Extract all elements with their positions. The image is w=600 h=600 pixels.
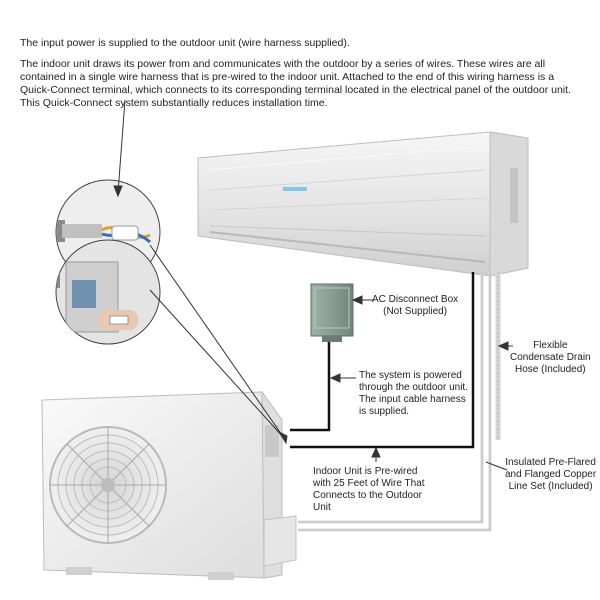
label-line: with 25 Feet of Wire That (313, 478, 425, 489)
display-light (283, 187, 307, 191)
intro-paragraph-2: The indoor unit draws its power from and… (20, 58, 571, 109)
label-line: (Not Supplied) (383, 306, 448, 317)
label-powered: The system is powered through the outdoo… (359, 370, 468, 418)
label-line: Condensate Drain (510, 352, 591, 363)
disconnect-box (310, 283, 354, 342)
label-line-set: Insulated Pre-Flared and Flanged Copper … (505, 457, 596, 493)
label-line: Unit (313, 502, 331, 513)
label-disconnect-box: AC Disconnect Box (Not Supplied) (372, 294, 458, 318)
label-line: Hose (Included) (515, 364, 586, 375)
label-line: Flexible (533, 340, 568, 351)
quick-connect-detail (55, 179, 161, 345)
label-line: Insulated Pre-Flared (505, 457, 596, 468)
label-line: Connects to the Outdoor (313, 490, 422, 501)
label-drain-hose: Flexible Condensate Drain Hose (Included… (510, 340, 591, 376)
label-line: AC Disconnect Box (372, 294, 459, 305)
intro-paragraph-1: The input power is supplied to the outdo… (20, 37, 350, 49)
label-line: The system is powered (359, 370, 462, 381)
label-line: and Flanged Copper (505, 469, 597, 480)
leader-lines (113, 99, 513, 471)
label-prewired: Indoor Unit is Pre-wired with 25 Feet of… (313, 466, 425, 514)
line-set (298, 272, 492, 532)
wiring (290, 272, 475, 449)
label-line: The input cable harness (359, 394, 466, 405)
outdoor-unit (41, 390, 297, 580)
label-line: Indoor Unit is Pre-wired (313, 466, 418, 477)
label-line: through the outdoor unit. (359, 382, 468, 393)
indoor-unit (197, 131, 529, 277)
label-line: Line Set (Included) (508, 481, 593, 492)
label-line: is supplied. (359, 406, 410, 417)
